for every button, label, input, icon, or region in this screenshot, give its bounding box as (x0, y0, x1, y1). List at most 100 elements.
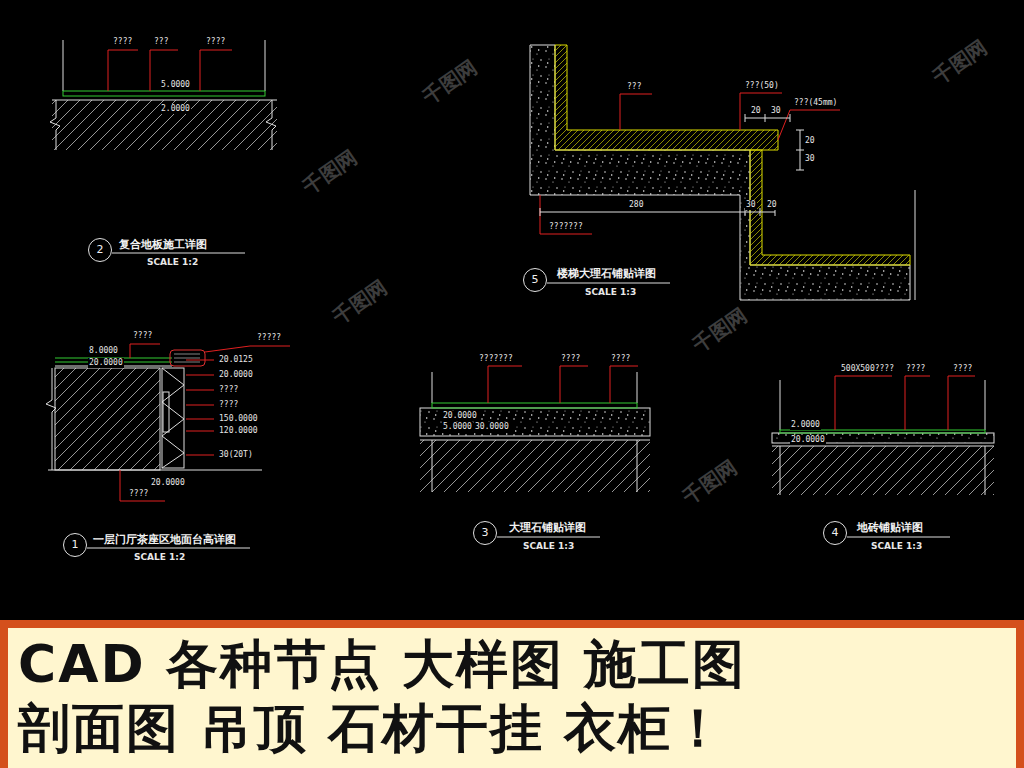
platform-detail-line (162, 368, 184, 468)
stair-detail-line (540, 208, 775, 216)
dimension-text: 20 (766, 200, 778, 210)
detail-number-circle: 3 (473, 521, 497, 545)
platform-detail (46, 344, 290, 548)
banner-text: 剖面图 吊顶 石材干挂 衣柜！ (18, 696, 1006, 760)
dimension-text: ???? (218, 400, 239, 410)
tile-detail-line (780, 446, 781, 495)
dimension-text: 20.0000 (790, 435, 826, 445)
platform-detail-line (48, 470, 262, 471)
dimension-text: ??????? (478, 354, 514, 364)
floor-detail-line (52, 100, 277, 150)
floor-detail-line (112, 253, 245, 254)
dimension-text: 8.0000 (88, 346, 119, 356)
tile-detail-line (772, 446, 994, 447)
floor-detail-line (52, 100, 277, 101)
marble-detail-line (420, 440, 650, 492)
platform-detail-line (87, 548, 250, 549)
floor-detail (50, 40, 277, 253)
platform-detail-line (170, 350, 205, 366)
detail-number: 3 (482, 527, 489, 539)
detail-title: 大理石铺贴详图 (508, 521, 587, 534)
platform-detail-line (46, 368, 56, 470)
floor-detail-line (108, 50, 232, 91)
dimension-text: 20.0125 (218, 355, 254, 365)
dimension-text: 30 (745, 200, 757, 210)
stair-detail-line (555, 45, 778, 150)
dimension-text: ???? (610, 354, 631, 364)
stair-detail (530, 45, 915, 300)
platform-detail-line (120, 344, 290, 501)
dimension-text: 2.0000 (160, 104, 191, 114)
marble-detail-line (432, 372, 433, 403)
dimension-text: 20.0000 (88, 358, 124, 368)
stair-detail-line (540, 93, 840, 234)
banner-text: CAD 各种节点 大样图 施工图 (18, 632, 1006, 696)
platform-detail-line (55, 368, 160, 470)
dimension-text: ???? (132, 331, 153, 341)
floor-detail-line (63, 40, 64, 91)
dimension-text: 120.0000 (218, 426, 259, 436)
detail-number-circle: 5 (523, 268, 547, 292)
tile-detail-line (835, 376, 975, 430)
marble-detail-line (637, 372, 638, 403)
platform-detail-line (186, 360, 214, 455)
tile-detail-line (780, 380, 781, 430)
marble-detail-line (497, 537, 600, 538)
scale-text: SCALE 1:3 (584, 287, 637, 298)
scale-text: SCALE 1:3 (870, 541, 923, 552)
detail-number: 1 (72, 539, 79, 551)
floor-detail-line (265, 40, 266, 91)
detail-number: 2 (97, 244, 104, 256)
dimension-text: ??? (153, 37, 169, 47)
marble-detail-line (420, 440, 650, 441)
dimension-text: ???? (905, 364, 926, 374)
detail-title: 楼梯大理石铺贴详图 (556, 267, 657, 280)
dimension-text: ???(50) (744, 81, 780, 91)
marble-detail-line (432, 403, 637, 408)
dimension-text: ???? (128, 489, 149, 499)
dimension-text: 20 (804, 136, 816, 146)
tile-detail (772, 376, 994, 537)
dimension-text: 280 (628, 200, 644, 210)
dimension-text: ???? (218, 385, 239, 395)
tile-detail-line (985, 380, 986, 430)
floor-detail-line (63, 91, 265, 96)
detail-number: 5 (532, 274, 539, 286)
dimension-text: 20.0000 (218, 370, 254, 380)
floor-detail-line (266, 100, 276, 150)
detail-title: 一层门厅茶座区地面台高详图 (92, 533, 237, 546)
marble-detail-line (637, 440, 638, 492)
dimension-text: ???? (560, 354, 581, 364)
title-banner: CAD 各种节点 大样图 施工图剖面图 吊顶 石材干挂 衣柜！ (0, 620, 1024, 768)
dimension-text: ???? (952, 364, 973, 374)
dimension-text: 30 (804, 154, 816, 164)
dimension-text: ???(45mm) (793, 98, 838, 108)
dimension-text: 20.0000 (150, 478, 186, 488)
platform-detail-line (163, 392, 169, 432)
dimension-text: 30.0000 (474, 422, 510, 432)
stair-detail-line (530, 45, 910, 300)
tile-detail-line (847, 537, 950, 538)
dimension-text: 30 (770, 106, 782, 116)
scale-text: SCALE 1:3 (522, 541, 575, 552)
stair-detail-line (796, 130, 804, 170)
detail-title: 地砖铺贴详图 (856, 521, 924, 534)
marble-detail-line (432, 440, 433, 492)
floor-detail-line (50, 100, 60, 150)
platform-detail-line (174, 354, 200, 362)
dimension-text: 5.0000 (160, 80, 191, 90)
tile-detail-line (772, 446, 994, 495)
tile-detail-line (780, 430, 985, 433)
scale-text: SCALE 1:2 (146, 257, 199, 268)
stair-detail-line (547, 283, 670, 284)
scale-text: SCALE 1:2 (133, 552, 186, 563)
dimension-text: ???? (205, 37, 226, 47)
marble-detail-line (488, 366, 638, 403)
dimension-text: 150.0000 (218, 414, 259, 424)
detail-number-circle: 2 (88, 238, 112, 262)
detail-number: 4 (832, 527, 839, 539)
dimension-text: 20.0000 (442, 411, 478, 421)
detail-number-circle: 1 (63, 533, 87, 557)
drawing-ground (0, 0, 1024, 620)
